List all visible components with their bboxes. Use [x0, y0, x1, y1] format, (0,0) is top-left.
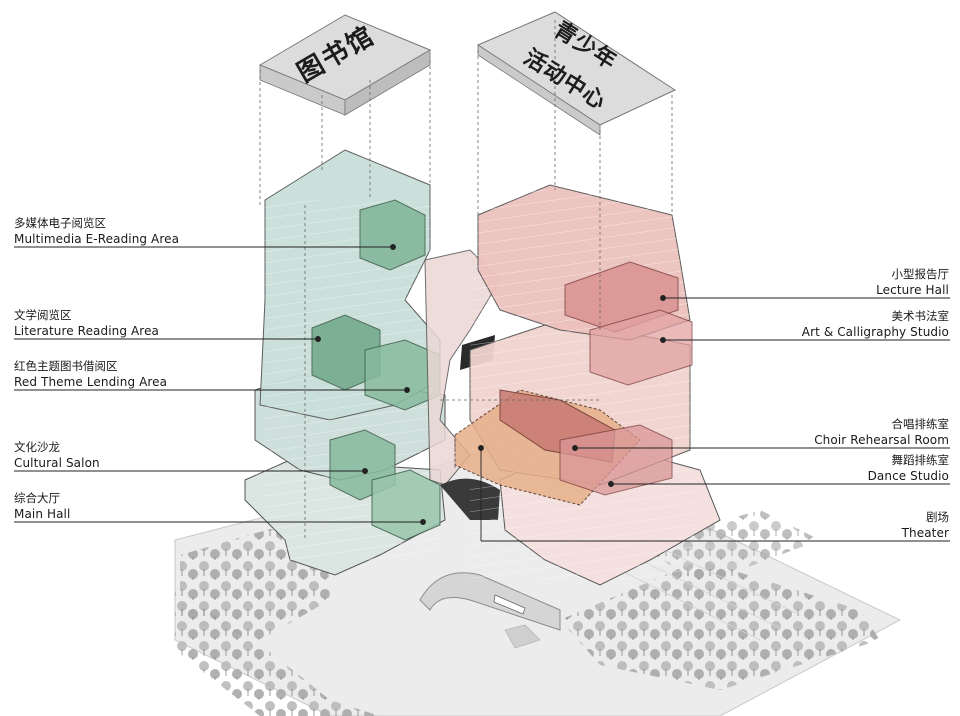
label-multimedia: 多媒体电子阅览区 Multimedia E-Reading Area	[14, 215, 179, 247]
label-lecture-hall: 小型报告厅 Lecture Hall	[876, 266, 949, 298]
label-literature: 文学阅览区 Literature Reading Area	[14, 307, 159, 339]
projection-lines	[259, 20, 673, 540]
leader-lines	[14, 244, 950, 542]
tree-grove-right	[560, 560, 880, 690]
label-red-theme: 红色主题图书借阅区 Red Theme Lending Area	[14, 358, 167, 390]
room-main-hall	[371, 469, 441, 541]
label-salon-en: Cultural Salon	[14, 456, 100, 470]
label-art-studio-en: Art & Calligraphy Studio	[801, 325, 949, 339]
label-main-hall-zh: 综合大厅	[14, 491, 60, 505]
label-main-hall: 综合大厅 Main Hall	[14, 490, 70, 522]
label-theater-en: Theater	[901, 526, 949, 540]
label-literature-en: Literature Reading Area	[14, 324, 160, 338]
label-literature-zh: 文学阅览区	[14, 308, 72, 322]
label-art-studio-zh: 美术书法室	[891, 309, 950, 323]
label-dance: 舞蹈排练室 Dance Studio	[868, 452, 949, 484]
label-theater-zh: 剧场	[926, 510, 949, 524]
label-red-theme-en: Red Theme Lending Area	[14, 375, 168, 389]
label-art-studio: 美术书法室 Art & Calligraphy Studio	[802, 308, 949, 340]
youth-tower	[454, 184, 721, 586]
room-art-studio	[589, 309, 693, 386]
label-lecture-hall-en: Lecture Hall	[876, 283, 949, 297]
label-salon: 文化沙龙 Cultural Salon	[14, 439, 100, 471]
label-multimedia-en: Multimedia E-Reading Area	[14, 232, 180, 246]
garage-ramp	[419, 572, 561, 631]
tree-grove-front	[175, 590, 380, 716]
room-multimedia	[359, 199, 426, 271]
label-choir-zh: 合唱排练室	[891, 417, 950, 431]
library-tower	[244, 149, 446, 576]
label-lecture-hall-zh: 小型报告厅	[891, 267, 950, 281]
label-salon-zh: 文化沙龙	[14, 440, 60, 454]
youth-sign-box	[476, 11, 677, 136]
label-dance-zh: 舞蹈排练室	[891, 453, 950, 467]
label-choir-en: Choir Rehearsal Room	[814, 433, 949, 447]
label-dance-en: Dance Studio	[867, 469, 949, 483]
label-multimedia-zh: 多媒体电子阅览区	[14, 216, 106, 230]
label-main-hall-en: Main Hall	[14, 507, 71, 521]
library-sign-box	[258, 14, 432, 116]
label-theater: 剧场 Theater	[902, 509, 949, 541]
label-red-theme-zh: 红色主题图书借阅区	[14, 359, 118, 373]
room-dance	[559, 424, 673, 496]
label-choir: 合唱排练室 Choir Rehearsal Room	[814, 416, 949, 448]
